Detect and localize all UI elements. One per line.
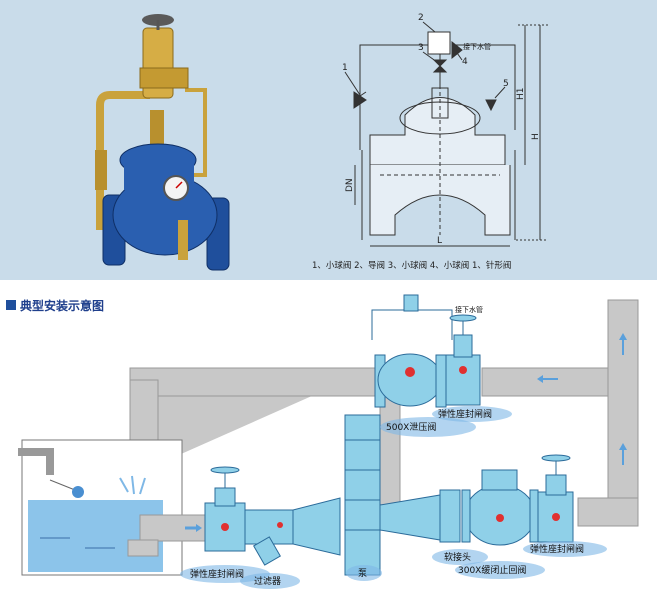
label-relief-valve: 500X泄压阀 — [386, 421, 436, 433]
install-diagram — [18, 294, 639, 589]
dim-l: L — [437, 236, 442, 246]
valve-schematic — [344, 21, 548, 247]
schematic-labels: 1 2 3 4 5 接下水管 H1 H DN L — [342, 13, 541, 246]
section-square-icon — [6, 300, 16, 310]
dim-h: H — [531, 133, 541, 140]
relief-valve-icon — [377, 353, 443, 407]
flow-arrow-icon — [196, 524, 202, 532]
dim-dn: DN — [345, 178, 355, 192]
flow-arrow-icon — [619, 333, 627, 340]
callout-1: 1 — [342, 63, 348, 73]
callout-5: 5 — [503, 79, 509, 89]
dim-h1: H1 — [516, 88, 526, 101]
label-pump: 泵 — [358, 568, 367, 579]
flow-arrow-icon — [537, 375, 543, 383]
label-gate-valve-right: 弹性座封闸阀 — [530, 543, 584, 555]
label-check-valve: 300X缓闭止回阀 — [458, 564, 526, 576]
callout-2: 2 — [418, 13, 424, 23]
label-flex-joint: 软接头 — [444, 551, 471, 563]
parts-legend: 1、小球阀 2、导阀 3、小球阀 4、小球阀 1、针形阀 — [312, 260, 511, 271]
handwheel-icon — [541, 454, 571, 462]
schematic-drain-label: 接下水管 — [463, 42, 491, 51]
callout-4: 4 — [462, 57, 468, 67]
flow-arrow-icon — [619, 443, 627, 450]
install-drain-label: 接下水管 — [455, 305, 483, 314]
install-labels: 接下水管 500X泄压阀 弹性座封闸阀 弹性座封闸阀 过滤器 泵 软接头 300… — [190, 305, 584, 587]
valve-photo — [95, 14, 230, 271]
handwheel-icon — [210, 466, 240, 474]
section-title: 典型安装示意图 — [20, 298, 104, 313]
label-gate-valve-left: 弹性座封闸阀 — [190, 568, 244, 580]
callout-3: 3 — [418, 43, 424, 53]
label-strainer: 过滤器 — [254, 575, 281, 587]
label-gate-valve-top: 弹性座封闸阀 — [438, 408, 492, 420]
float-ball-icon — [72, 486, 84, 498]
pump-icon — [344, 414, 381, 576]
handwheel-icon — [449, 314, 477, 322]
